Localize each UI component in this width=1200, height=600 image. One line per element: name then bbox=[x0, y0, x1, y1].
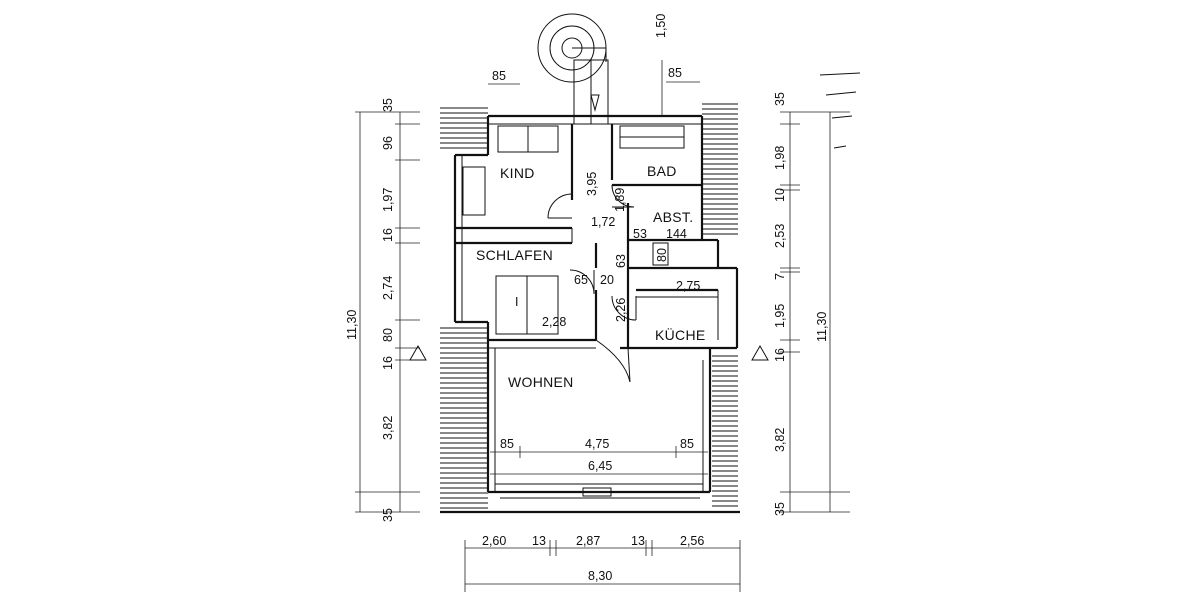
room-wohnen: WOHNEN bbox=[508, 374, 574, 390]
dim-foot-256: 2,56 bbox=[680, 534, 704, 548]
dim-bottom-85-left: 85 bbox=[500, 437, 514, 451]
inner-walls bbox=[455, 59, 719, 350]
dim-foot-260: 2,60 bbox=[482, 534, 506, 548]
dim-top-right-85: 85 bbox=[668, 66, 682, 80]
dim-left-35-top: 35 bbox=[381, 98, 395, 112]
dim-foot-13a: 13 bbox=[532, 534, 546, 548]
dim-stair-150: 1,50 bbox=[654, 14, 668, 38]
dim-275: 2,75 bbox=[676, 279, 700, 293]
dim-bottom-645: 6,45 bbox=[588, 459, 612, 473]
dim-left-197: 1,97 bbox=[381, 188, 395, 212]
dim-foot-830: 8,30 bbox=[588, 569, 612, 583]
spiral-stair bbox=[537, 13, 607, 112]
roof-hatching-right bbox=[702, 103, 738, 507]
dim-172: 1,72 bbox=[591, 215, 615, 229]
dim-right-16: 16 bbox=[773, 348, 787, 362]
dim-bottom-475: 4,75 bbox=[585, 437, 609, 451]
left-dimensions: 35 96 1,97 16 2,74 80 16 3,82 35 11,30 bbox=[345, 98, 427, 522]
dim-left-80: 80 bbox=[381, 328, 395, 342]
dim-right-195: 1,95 bbox=[773, 304, 787, 328]
dim-right-198: 1,98 bbox=[773, 146, 787, 170]
room-kueche: KÜCHE bbox=[655, 326, 706, 343]
dim-right-7: 7 bbox=[773, 273, 787, 280]
dim-20: 20 bbox=[600, 273, 614, 287]
dim-228: 2,28 bbox=[542, 315, 566, 329]
dim-right-total: 11,30 bbox=[815, 312, 829, 342]
dim-53: 53 bbox=[633, 227, 647, 241]
room-labels: KIND BAD ABST. SCHLAFEN KÜCHE WOHNEN bbox=[476, 163, 706, 390]
margin-marks bbox=[819, 72, 861, 149]
dim-left-35-bottom: 35 bbox=[381, 508, 395, 522]
dim-left-16a: 16 bbox=[381, 228, 395, 242]
dim-63: 63 bbox=[614, 254, 628, 268]
dim-stair-395: 3,95 bbox=[585, 172, 599, 196]
dim-bottom-85-right: 85 bbox=[680, 437, 694, 451]
dim-65: 65 bbox=[574, 273, 588, 287]
room-abst: ABST. bbox=[653, 209, 693, 225]
room-kind: KIND bbox=[500, 165, 535, 181]
dim-80-small: 80 bbox=[655, 248, 669, 262]
interior-dimensions: 85 85 1,50 3,95 1,72 1,89 53 144 63 80 6… bbox=[488, 14, 708, 475]
foot-dimensions: 2,60 13 2,87 13 2,56 8,30 bbox=[464, 534, 741, 592]
room-schlafen: SCHLAFEN bbox=[476, 247, 553, 263]
doors bbox=[547, 184, 637, 383]
dim-right-253: 2,53 bbox=[773, 224, 787, 248]
outer-walls bbox=[440, 114, 740, 514]
dim-small-i: I bbox=[515, 295, 518, 309]
room-bad: BAD bbox=[647, 163, 677, 179]
right-dimensions: 35 1,98 10 2,53 7 1,95 16 3,82 35 11,30 bbox=[751, 92, 850, 516]
dim-left-16b: 16 bbox=[381, 356, 395, 370]
dim-foot-287: 2,87 bbox=[576, 534, 600, 548]
dim-right-10: 10 bbox=[773, 188, 787, 202]
dim-right-35-top: 35 bbox=[773, 92, 787, 106]
dim-right-35-bottom: 35 bbox=[773, 502, 787, 516]
dim-top-left-85: 85 bbox=[492, 69, 506, 83]
roof-hatching-left bbox=[440, 107, 488, 509]
dim-right-382: 3,82 bbox=[773, 428, 787, 452]
dim-left-96: 96 bbox=[381, 136, 395, 150]
dim-226: 2,26 bbox=[614, 298, 628, 322]
dim-144: 144 bbox=[666, 227, 687, 241]
dim-189: 1,89 bbox=[613, 188, 627, 212]
dim-left-382: 3,82 bbox=[381, 416, 395, 440]
dim-foot-13b: 13 bbox=[631, 534, 645, 548]
dim-left-274: 2,74 bbox=[381, 276, 395, 300]
dim-left-total: 11,30 bbox=[345, 310, 359, 340]
